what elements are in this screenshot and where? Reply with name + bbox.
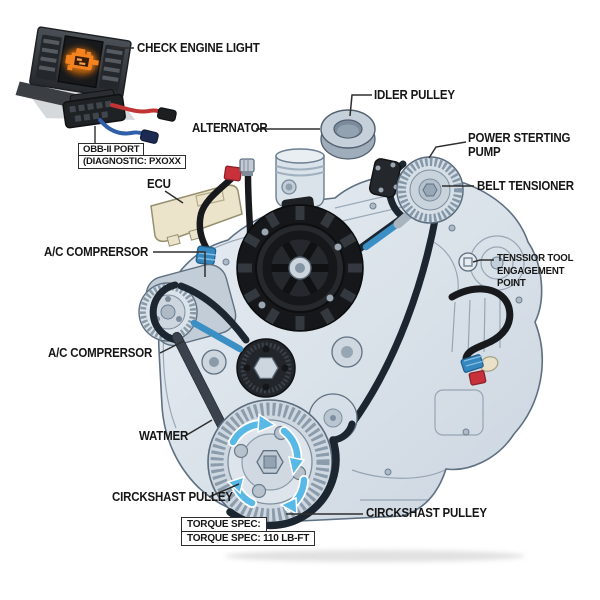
leader-tension-tool (472, 259, 494, 263)
heater-hose-right (448, 285, 514, 386)
label-crankshaft-left: CIRCKSHAST PULLEY (112, 490, 233, 504)
label-tensioner-tool-line2: ENGAGEMENT (497, 264, 565, 277)
leader-ac-lower (159, 340, 185, 354)
torque-spec-callout: TORQUE SPEC: TORQUE SPEC: 110 LB-FT (181, 517, 316, 546)
label-crankshaft-right: CIRCKSHAST PULLEY (366, 506, 487, 520)
tensioner-pulley-assembly (368, 156, 464, 229)
ecu-cover (150, 184, 243, 247)
label-power-steering-line1: POWER STERTING (468, 131, 571, 145)
obd-port-line2: (DIAGNOSTIC: PXOXX (78, 155, 186, 169)
obd-pins (69, 100, 112, 122)
coolant-hose-left (195, 165, 243, 266)
leader-watmer (184, 419, 213, 437)
label-ecu: ECU (147, 177, 171, 191)
leader-idler (349, 94, 372, 117)
label-ac-compressor-lower: A/C COMPRERSOR (48, 346, 153, 360)
ground-shadow (225, 550, 525, 562)
pulley-holes (243, 345, 289, 391)
label-water-pump: WATMER (139, 429, 189, 443)
label-tensioner-tool-line1: TENSSIOR TOOL (497, 252, 574, 264)
lower-dark-pulley (236, 338, 296, 398)
rotation-arrows (226, 413, 309, 516)
label-alternator: ALTERNATOR (192, 121, 268, 135)
label-check-engine-light: CHECK ENGINE LIGHT (137, 41, 260, 55)
alternator (236, 196, 364, 332)
alternator-fins (238, 206, 362, 330)
leader-power-steering (428, 141, 467, 159)
aux-roller-left (201, 349, 227, 375)
label-power-steering-pump: POWER STERTING PUMP (468, 131, 570, 159)
alternator-bolts (258, 228, 342, 309)
label-idler-pulley: IDLER PULLEY (374, 88, 455, 102)
leader-crank-left (208, 483, 240, 498)
obd-port-callout: OBB-II PORT (DIAGNOSTIC: PXOXX (78, 143, 186, 169)
check-engine-icon (63, 47, 99, 76)
dash-vent-left (35, 34, 62, 81)
leader-lines (112, 47, 494, 515)
obd-port-line1: OBB-II PORT (78, 143, 145, 157)
torque-spec-line1: TORQUE SPEC: (181, 517, 267, 532)
torque-spec-line2: TORQUE SPEC: 110 LB-FT (181, 530, 316, 546)
dash-vent-right (98, 44, 126, 91)
dash-lower-edge (15, 81, 81, 109)
label-tensioner-tool-line3: POINT (497, 277, 526, 289)
belt-highlight-upper (362, 219, 403, 251)
leader-ac-upper (153, 251, 206, 277)
leader-ecu (164, 190, 184, 204)
aux-roller-mid (331, 336, 363, 368)
label-ac-compressor-upper: A/C COMPRERSOR (44, 245, 149, 259)
idler-pulley-ring (320, 109, 376, 160)
obd-connector (62, 89, 177, 144)
label-power-steering-line2: PUMP (468, 145, 501, 159)
label-tensioner-tool: TENSSIOR TOOL ENGAGEMENT POINT (497, 252, 574, 290)
label-belt-tensioner: BELT TENSIONER (477, 179, 574, 193)
tensioner-tool-boss (458, 252, 478, 272)
